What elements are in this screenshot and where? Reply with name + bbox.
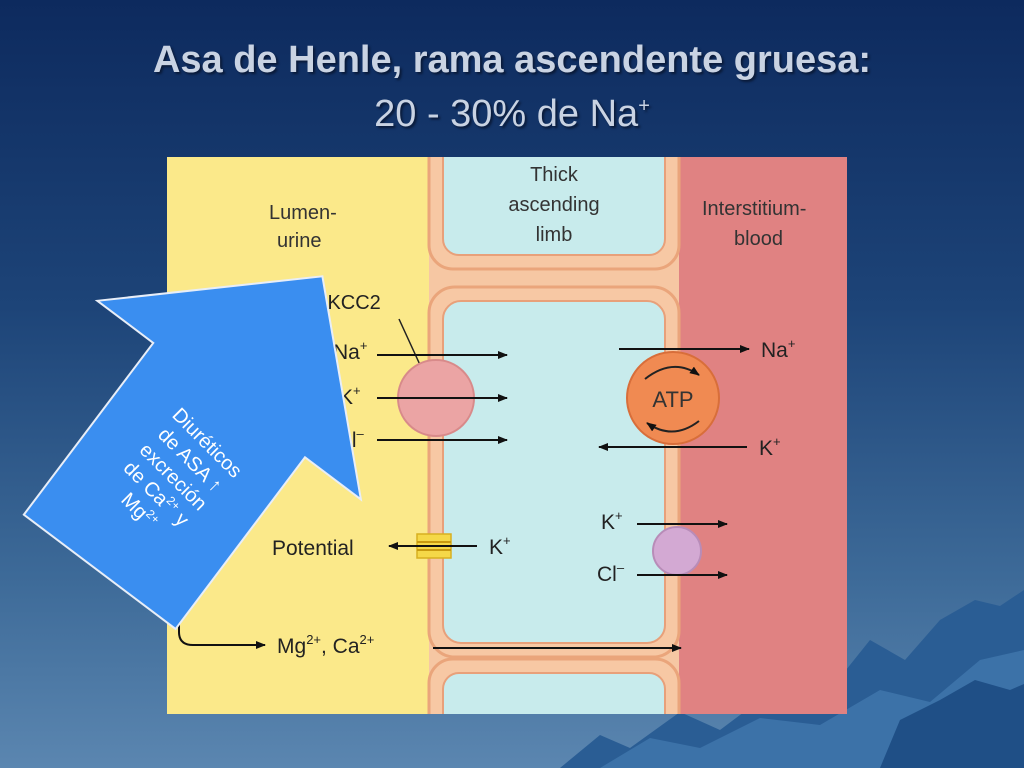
lumen-label-1: Lumen- (269, 202, 337, 224)
kcl-k-label: K (601, 511, 615, 534)
cell-label-1: Thick (530, 164, 579, 186)
nkcc2-pointer (398, 318, 422, 368)
cell-label-2: ascending (508, 194, 599, 216)
interstitium-label-2: blood (734, 228, 783, 250)
ca-charge: 2+ (360, 632, 375, 647)
romk-k: K+ (489, 533, 511, 559)
atp-label: ATP (652, 387, 693, 412)
top-cell-inner (442, 157, 666, 256)
nkcc2-cl-charge: – (357, 426, 365, 441)
kcl-cl: Cl– (597, 560, 625, 586)
pump-na-charge: + (788, 336, 796, 351)
romk-k-charge: + (503, 533, 511, 548)
nephron-diagram: Lumen- urine Thick ascending limb Inters… (167, 157, 847, 714)
pump-na-label: Na (761, 339, 788, 362)
middle-cell-inner (442, 300, 666, 644)
ca-label: , Ca (321, 635, 360, 658)
paracellular-ions: Mg2+, Ca2+ (277, 632, 374, 658)
subtitle-superscript: + (638, 95, 650, 117)
bottom-cell-inner (442, 672, 666, 714)
pump-na: Na+ (761, 336, 795, 362)
lumen-label-2: urine (277, 230, 321, 252)
interstitium-label-1: Interstitium- (702, 198, 806, 220)
callout-arrow-shape (22, 275, 363, 631)
kcl-cl-charge: – (617, 560, 625, 575)
cell-label-3: limb (536, 224, 573, 246)
romk-k-label: K (489, 536, 503, 559)
pump-cycle-arrow-top (644, 366, 700, 380)
nkcc2-na: Na+ (333, 338, 367, 364)
kcl-k-charge: + (615, 508, 623, 523)
pump-k-charge: + (773, 434, 781, 449)
interstitium-zone (679, 157, 847, 714)
paracellular-return-arrow (178, 577, 266, 649)
slide-title: Asa de Henle, rama ascendente gruesa: 20… (0, 38, 1024, 138)
pump-k: K+ (759, 434, 781, 460)
nkcc2-na-charge: + (360, 338, 368, 353)
mg-label: Mg (277, 635, 306, 658)
romk-potential-label: Potential (272, 537, 354, 560)
nkcc2-label: NKCC2 (313, 292, 381, 314)
kcl-cl-label: Cl (597, 563, 617, 586)
subtitle-text: 20 - 30% de Na (374, 93, 639, 135)
nkcc2-na-label: Na (333, 341, 360, 364)
pump-k-label: K (759, 437, 773, 460)
pump-cycle-arrow-bottom (646, 420, 700, 433)
mg-charge: 2+ (306, 632, 321, 647)
kcl-k: K+ (601, 508, 623, 534)
nkcc2-k-charge: + (353, 383, 361, 398)
subtitle-line: 20 - 30% de Na+ (0, 82, 1024, 138)
title-line: Asa de Henle, rama ascendente gruesa: (152, 39, 872, 81)
